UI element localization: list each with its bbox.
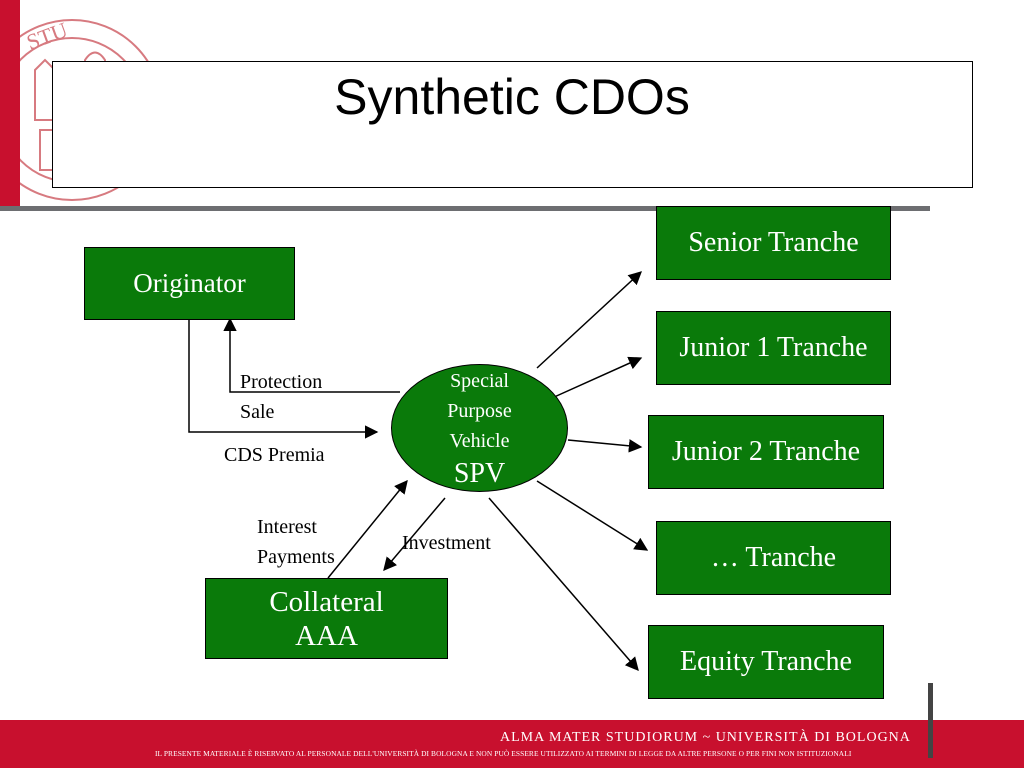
spv-node: Special Purpose Vehicle SPV <box>391 364 568 492</box>
collateral-label-line2: AAA <box>295 619 358 652</box>
title-box <box>52 61 973 188</box>
interest-payments-arrow <box>327 479 408 579</box>
equity-tranche-arrow <box>488 497 639 672</box>
originator-label: Originator <box>133 268 246 298</box>
investment-arrow <box>383 497 446 572</box>
protection-sale-arrow <box>223 317 400 393</box>
spv-label-line3: Vehicle <box>449 430 510 452</box>
senior-tranche-box: Senior Tranche <box>656 206 891 280</box>
header-divider <box>0 206 930 211</box>
dots-tranche-box: … Tranche <box>656 521 891 595</box>
page-title: Synthetic CDOs <box>334 69 690 125</box>
dots-tranche-label: … Tranche <box>710 542 837 573</box>
footer-vertical-bar <box>928 683 933 758</box>
dots-tranche-arrow <box>536 480 649 551</box>
investment-label: Investment <box>402 532 491 554</box>
junior2-tranche-label: Junior 2 Tranche <box>671 436 861 467</box>
protection-label: Protection <box>240 371 323 393</box>
junior1-tranche-box: Junior 1 Tranche <box>656 311 891 385</box>
brand-red-strip <box>0 0 20 206</box>
cds-premia-arrow <box>188 319 379 439</box>
junior2-tranche-arrow <box>567 439 643 453</box>
junior1-tranche-label: Junior 1 Tranche <box>679 332 868 363</box>
footer-university-name: ALMA MATER STUDIORUM ~ UNIVERSITÀ DI BOL… <box>500 730 911 745</box>
sale-label: Sale <box>240 401 275 423</box>
cds-premia-label: CDS Premia <box>224 444 325 466</box>
payments-label: Payments <box>257 546 335 568</box>
footer-disclaimer: IL PRESENTE MATERIALE È RISERVATO AL PER… <box>155 749 852 758</box>
footer-bar <box>0 720 1024 768</box>
spv-label-line4: SPV <box>453 458 506 489</box>
collateral-label-line1: Collateral <box>269 585 384 618</box>
interest-label: Interest <box>257 516 317 538</box>
senior-tranche-label: Senior Tranche <box>688 227 859 258</box>
spv-label-line2: Purpose <box>447 400 512 422</box>
spv-label-line1: Special <box>450 370 509 392</box>
collateral-box: Collateral AAA <box>205 578 448 659</box>
junior2-tranche-box: Junior 2 Tranche <box>648 415 884 489</box>
equity-tranche-label: Equity Tranche <box>680 646 852 677</box>
originator-box: Originator <box>84 247 295 320</box>
senior-tranche-arrow <box>536 271 642 369</box>
junior1-tranche-arrow <box>551 356 643 399</box>
equity-tranche-box: Equity Tranche <box>648 625 884 699</box>
